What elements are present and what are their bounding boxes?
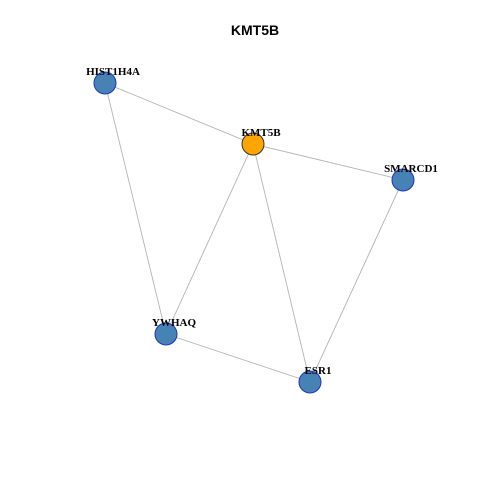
nodes-layer — [93, 71, 415, 394]
node-smarcd1[interactable] — [391, 168, 415, 192]
edges-layer — [104, 82, 404, 383]
edge-hist1h4a-kmt5b — [104, 82, 254, 145]
node-label-ywhaq: YWHAQ — [152, 317, 196, 329]
node-label-hist1h4a: HIST1H4A — [86, 66, 140, 78]
edge-ywhaq-esr1 — [165, 333, 311, 383]
node-label-smarcd1: SMARCD1 — [384, 163, 438, 175]
node-label-kmt5b: KMT5B — [241, 127, 281, 139]
node-ywhaq[interactable] — [154, 322, 178, 346]
edge-kmt5b-esr1 — [252, 143, 311, 383]
diagram-title: KMT5B — [231, 22, 279, 38]
node-esr1[interactable] — [298, 370, 322, 394]
edge-kmt5b-smarcd1 — [252, 143, 404, 181]
edge-kmt5b-ywhaq — [165, 143, 254, 335]
node-label-esr1: ESR1 — [305, 365, 332, 377]
edge-hist1h4a-ywhaq — [104, 82, 167, 335]
node-kmt5b[interactable] — [241, 132, 265, 156]
edge-smarcd1-esr1 — [309, 179, 404, 383]
node-hist1h4a[interactable] — [93, 71, 117, 95]
